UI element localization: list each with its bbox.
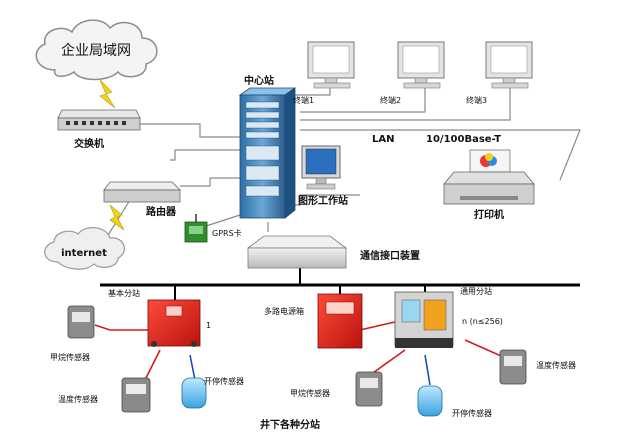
underground-caption: 井下各种分站 bbox=[260, 418, 320, 431]
speed-label: 10/100Base-T bbox=[426, 134, 501, 145]
terminal-1: 终端1 bbox=[293, 41, 355, 105]
printer-device: 打印机 bbox=[443, 149, 535, 221]
cloud-label: 企业局域网 bbox=[61, 42, 131, 59]
switch-label: 交换机 bbox=[74, 137, 104, 150]
graphics-station-label: 图形工作站 bbox=[298, 194, 348, 207]
center-station-label: 中心站 bbox=[244, 74, 274, 87]
terminal-1-label: 终端1 bbox=[293, 95, 314, 105]
center-server: 中心站 bbox=[238, 74, 297, 219]
terminal-3-label: 终端3 bbox=[466, 95, 487, 105]
general-substation: 通用分站 n (n≤256) bbox=[394, 286, 503, 348]
enterprise-lan-cloud: 企业局域网 bbox=[35, 19, 158, 81]
terminal-2: 终端2 bbox=[380, 41, 445, 105]
terminal-2-label: 终端2 bbox=[380, 95, 401, 105]
general-substation-count: n (n≤256) bbox=[462, 317, 503, 326]
power-box-label: 多路电源箱 bbox=[264, 306, 304, 316]
router-bolt-icon bbox=[109, 204, 125, 231]
svg-text:甲烷传感器: 甲烷传感器 bbox=[50, 352, 90, 362]
power-supply-box: 多路电源箱 bbox=[264, 293, 363, 349]
switch-sensor-left: 开停传感器 bbox=[181, 376, 244, 409]
svg-text:开停传感器: 开停传感器 bbox=[452, 408, 492, 418]
basic-substation-marker: 1 bbox=[206, 321, 211, 330]
svg-text:甲烷传感器: 甲烷传感器 bbox=[290, 388, 330, 398]
router-label: 路由器 bbox=[146, 205, 177, 218]
svg-text:开停传感器: 开停传感器 bbox=[204, 376, 244, 386]
terminal-3: 终端3 bbox=[466, 41, 533, 105]
switch-sensor-right: 开停传感器 bbox=[417, 385, 492, 418]
gprs-modem: GPRS卡 bbox=[184, 214, 242, 243]
graphics-workstation: 图形工作站 bbox=[298, 145, 348, 207]
switch-device: 交换机 bbox=[57, 109, 141, 150]
internet-label: internet bbox=[61, 248, 107, 259]
methane-sensor-right: 甲烷传感器 bbox=[290, 371, 383, 407]
basic-substation: 基本分站 1 bbox=[108, 288, 211, 347]
router-device: 路由器 bbox=[103, 181, 181, 218]
svg-text:温度传感器: 温度传感器 bbox=[536, 360, 576, 370]
svg-text:温度传感器: 温度传感器 bbox=[58, 394, 98, 404]
comm-interface-device: 通信接口装置 bbox=[246, 235, 420, 269]
printer-label: 打印机 bbox=[474, 208, 504, 221]
gprs-label: GPRS卡 bbox=[212, 228, 242, 238]
temperature-sensor-right: 温度传感器 bbox=[499, 349, 576, 385]
temperature-sensor-left: 温度传感器 bbox=[58, 377, 151, 413]
basic-substation-label: 基本分站 bbox=[108, 288, 140, 298]
comm-interface-label: 通信接口装置 bbox=[360, 249, 420, 262]
internet-cloud: internet bbox=[44, 227, 126, 270]
general-substation-label: 通用分站 bbox=[460, 286, 492, 296]
wireless-bolt-icon bbox=[99, 79, 116, 109]
methane-sensor-left: 甲烷传感器 bbox=[50, 305, 95, 362]
lan-label: LAN bbox=[372, 134, 394, 145]
